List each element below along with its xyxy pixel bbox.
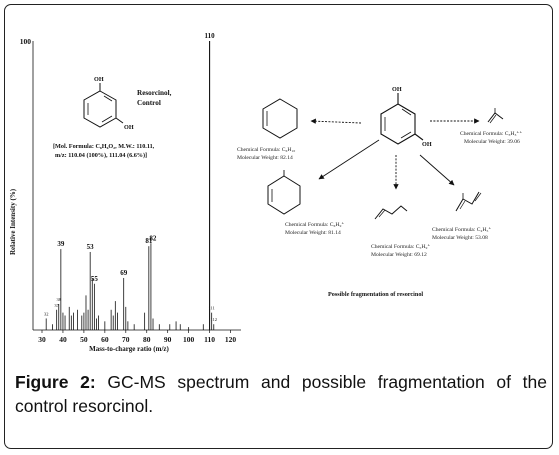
c3h3-weight: Molecular Weight: 39.06	[464, 139, 520, 145]
peak-label: 55	[91, 275, 99, 283]
caption-label: Figure 2:	[15, 372, 96, 392]
x-tick-label: 80	[143, 335, 151, 344]
mass-spectrum: 100 Relative Intensity (%) Mass-to-charg…	[9, 32, 241, 353]
peak-label: 111	[208, 306, 214, 311]
compound-formula-line1: [Mol. Formula: C₆H₆O₂, M.W.: 110.11,	[53, 143, 155, 150]
x-tick-label: 70	[122, 335, 130, 344]
x-tick-label: 60	[101, 335, 109, 344]
compound-name-line2: Control	[137, 99, 161, 107]
x-tick-label: 40	[59, 335, 67, 344]
c6h9-formula: Chemical Formula: C₆H₉⁺	[285, 221, 344, 228]
c4h5-weight: Molecular Weight: 53.08	[432, 235, 488, 241]
x-tick-label: 30	[38, 335, 46, 344]
resorcinol-structure-center: OH OH	[380, 86, 432, 148]
oh-label-center-bottom: OH	[422, 141, 432, 148]
c6h9-structure	[267, 170, 301, 215]
figure-frame: 100 Relative Intensity (%) Mass-to-charg…	[4, 4, 553, 449]
oh-label-top: OH	[94, 76, 104, 83]
c5h9-weight: Molecular Weight: 69.12	[371, 252, 427, 258]
c6h10-formula: Chemical Formula: C₆H₁₀	[237, 147, 295, 153]
arrow-to-c4h5	[419, 154, 455, 186]
c6h10-structure	[262, 98, 298, 139]
c4h5-structure	[455, 191, 482, 212]
c4h5-formula: Chemical Formula: C₄H₅⁺	[432, 226, 491, 233]
c5h9-structure	[374, 205, 408, 220]
arrow-to-c6h10	[310, 118, 362, 124]
peak-label: 38	[57, 297, 62, 302]
peak-label: 110	[205, 32, 216, 40]
c3h3-structure	[487, 108, 504, 124]
arrow-to-c6h9	[318, 139, 380, 180]
peak-label: 32	[44, 311, 49, 316]
c6h10-weight: Molecular Weight: 82.14	[237, 155, 293, 161]
x-tick-label: 110	[204, 335, 215, 344]
figure-caption: Figure 2: GC-MS spectrum and possible fr…	[15, 370, 547, 418]
x-ticks: 30 40 50 60 70 80 90 100 110 120	[38, 330, 236, 344]
y-axis-label: Relative Intensity (%)	[9, 188, 17, 255]
y-tick-100: 100	[20, 37, 32, 46]
compound-formula-line2: m/z: 110.04 (100%), 111.04 (6.6%)]	[55, 152, 147, 159]
figure-graphic: 100 Relative Intensity (%) Mass-to-charg…	[9, 32, 522, 353]
peak-label: 39	[57, 240, 65, 248]
oh-label-bottom: OH	[124, 124, 134, 131]
compound-name-line1: Resorcinol,	[137, 89, 172, 97]
caption-text: GC-MS spectrum and possible fragmentatio…	[15, 372, 547, 416]
peak-label: 82	[149, 234, 157, 242]
c3h3-formula: Chemical Formula: C₃H₃⁺⁺	[460, 130, 522, 137]
c5h9-formula: Chemical Formula: C₅H₉⁺	[371, 243, 430, 250]
peak-label: 53	[87, 243, 95, 251]
x-tick-label: 50	[80, 335, 88, 344]
peak-label: 69	[120, 269, 128, 277]
x-tick-label: 90	[164, 335, 172, 344]
x-tick-label: 100	[183, 335, 195, 344]
peak-label: 81	[145, 237, 153, 245]
c6h9-weight: Molecular Weight: 81.14	[285, 230, 341, 236]
peak-label: 37	[54, 303, 59, 308]
oh-label-center-top: OH	[392, 86, 402, 93]
resorcinol-structure-chart: OH OH	[83, 76, 134, 131]
fragmentation-title: Possible fragmentation of resorcinol	[328, 291, 423, 298]
x-axis-label: Mass-to-charge ratio (m/z)	[89, 345, 169, 353]
fragmentation-scheme: OH OH Chemical Formula: C₆H₁₀ Molecular …	[237, 86, 522, 298]
peak-label: 112	[210, 317, 217, 322]
x-tick-label: 120	[225, 335, 237, 344]
